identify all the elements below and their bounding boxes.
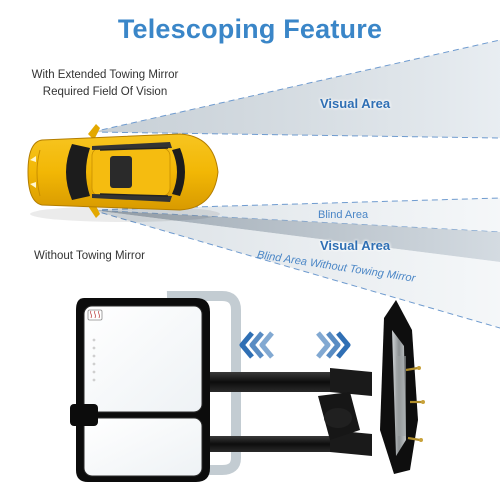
mirror-head bbox=[70, 298, 210, 482]
car-top-view bbox=[27, 124, 220, 222]
arrows-left-icon bbox=[239, 331, 274, 359]
led-signal-icon bbox=[92, 338, 96, 382]
arrows-right-icon bbox=[316, 331, 351, 359]
without-mirror-note: Without Towing Mirror bbox=[34, 250, 145, 262]
mirror-extended-ghost bbox=[166, 291, 241, 475]
extended-note-line2: Required Field Of Vision bbox=[42, 86, 168, 98]
blind-area-without-cone bbox=[91, 209, 500, 329]
heated-glass-icon bbox=[87, 309, 103, 321]
extended-mirror-note: With Extended Towing Mirror Required Fie… bbox=[10, 67, 200, 101]
blind-area-label: Blind Area bbox=[318, 209, 369, 221]
page-title: Telescoping Feature bbox=[117, 14, 383, 44]
mounting-bracket bbox=[380, 300, 425, 474]
telescoping-arms bbox=[200, 368, 372, 456]
visual-area-label-without: Visual Area bbox=[320, 238, 391, 253]
visual-area-label-extended: Visual Area bbox=[320, 96, 391, 111]
visual-area-cone-extended bbox=[91, 39, 500, 139]
extended-note-line1: With Extended Towing Mirror bbox=[31, 69, 179, 81]
